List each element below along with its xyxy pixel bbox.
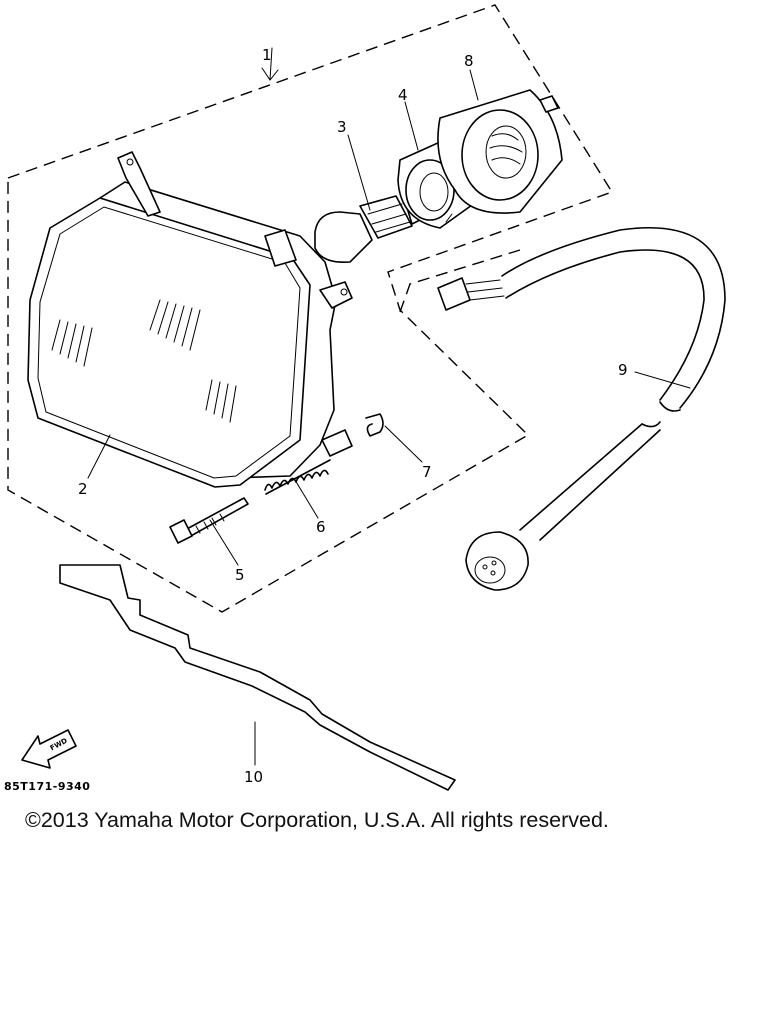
callout-labels: 1 2 3 4 5 6 7 8 9 10 (78, 46, 628, 786)
headlight-unit (27, 151, 353, 488)
callout-1: 1 (262, 46, 272, 64)
callout-4: 4 (398, 86, 408, 104)
callout-3: 3 (337, 118, 347, 136)
adjusting-screw (169, 497, 249, 544)
diagram-reference-code: 85T171-9340 (4, 780, 90, 793)
rear-cover (437, 89, 563, 214)
callout-10: 10 (244, 768, 263, 786)
mounting-bracket-strip (59, 564, 456, 791)
cord-group-outline-dashed (399, 249, 521, 313)
clip (365, 413, 384, 437)
copyright-notice: ©2013 Yamaha Motor Corporation, U.S.A. A… (25, 808, 609, 832)
callout-5: 5 (235, 566, 245, 584)
cord-assembly (437, 226, 726, 591)
callout-7: 7 (422, 463, 432, 481)
callout-6: 6 (316, 518, 326, 536)
callout-9: 9 (618, 361, 628, 379)
callout-2: 2 (78, 480, 88, 498)
forward-direction-arrow: FWD (21, 729, 77, 769)
callout-8: 8 (464, 52, 474, 70)
leader-lines (87, 47, 691, 766)
